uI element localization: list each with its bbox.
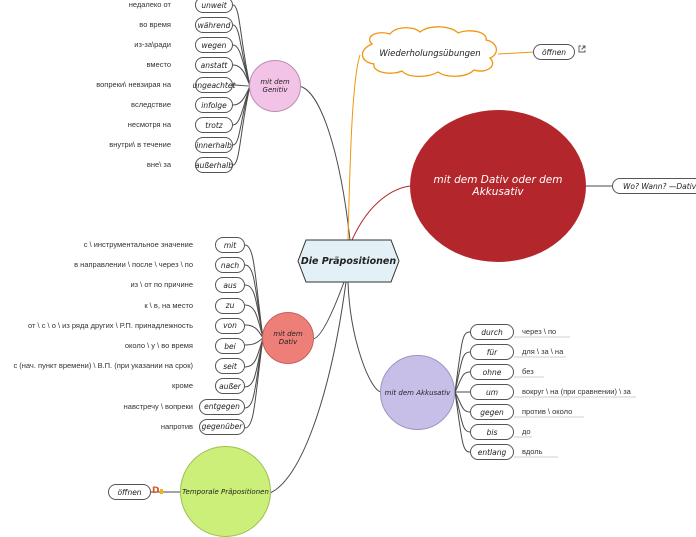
- genitiv-tag[interactable]: wegen: [195, 37, 233, 53]
- genitiv-label: mit dem Genitiv: [260, 78, 290, 94]
- center-node[interactable]: Die Präpositionen: [298, 240, 399, 282]
- dativ-akkusativ-node[interactable]: mit dem Dativ oder dem Akkusativ: [410, 110, 586, 262]
- akkusativ-tag[interactable]: bis: [470, 424, 514, 440]
- connector-akkusativ-tag: [454, 391, 471, 413]
- akkusativ-translation: через \ по: [522, 327, 557, 336]
- connector-dativ-tag: [244, 324, 264, 339]
- akkusativ-label: mit dem Akkusativ: [384, 388, 451, 397]
- temporale-label: Temporale Präpositionen: [182, 487, 269, 496]
- genitiv-tag[interactable]: infolge: [195, 97, 233, 113]
- akkusativ-tag[interactable]: für: [470, 344, 514, 360]
- dativ-translation: из \ от по причине: [130, 280, 193, 290]
- akkusativ-tag[interactable]: durch: [470, 324, 514, 340]
- akkusativ-translation: против \ около: [522, 407, 573, 416]
- wiederholung-offnen-button[interactable]: öffnen: [533, 44, 575, 60]
- dativ-tag[interactable]: bei: [215, 338, 245, 354]
- connector-akkusativ-tag: [454, 391, 471, 433]
- dativ-tag[interactable]: mit: [215, 237, 245, 253]
- akkusativ-translation: вокруг \ на (при сравнении) \ за: [522, 387, 631, 396]
- connector-dativ: [312, 281, 345, 340]
- connector-dativ-tag: [244, 284, 264, 339]
- genitiv-tag[interactable]: unweit: [195, 0, 233, 13]
- genitiv-translation: вследствие: [131, 100, 171, 109]
- genitiv-translation: вне\ за: [146, 160, 171, 169]
- akkusativ-translation: до: [522, 427, 531, 436]
- genitiv-translation: во время: [139, 20, 171, 29]
- dativ-tag[interactable]: gegenüber: [199, 418, 245, 435]
- dativ-tag[interactable]: seit: [215, 358, 245, 375]
- genitiv-translation: несмотря на: [127, 120, 171, 129]
- connector-akkusativ-tag: [454, 391, 471, 453]
- dativ-tag[interactable]: von: [215, 317, 245, 334]
- genitiv-translation: вместо: [146, 60, 172, 69]
- connector-genitiv-tag: [232, 85, 251, 146]
- dativ-tag[interactable]: nach: [215, 257, 245, 274]
- dativ-tag[interactable]: zu: [215, 297, 245, 314]
- connector-akkusativ-tag: [454, 351, 471, 393]
- akkusativ-translation: без: [522, 367, 534, 376]
- genitiv-tag[interactable]: ungeachtet: [193, 77, 235, 93]
- akkusativ-tag[interactable]: ohne: [470, 364, 514, 380]
- dativ-node[interactable]: mit dem Dativ: [262, 312, 314, 364]
- connector-genitiv-tag: [232, 4, 251, 87]
- dativ-translation: с (нач. пункт времени) \ В.П. (при указа…: [13, 361, 193, 371]
- wiederholung-cloud: [361, 26, 497, 78]
- temporale-offnen-button[interactable]: öffnen: [108, 484, 151, 500]
- connector-dativ-tag: [244, 337, 264, 429]
- center-title: Die Präpositionen: [300, 255, 397, 267]
- connector-dativ-tag: [244, 304, 264, 339]
- wiederholung-label[interactable]: Wiederholungsübungen: [379, 49, 481, 59]
- dativ-label: mit dem Dativ: [273, 330, 303, 346]
- genitiv-node[interactable]: mit dem Genitiv: [249, 60, 301, 112]
- genitiv-translation: вопреки\ невзирая на: [96, 80, 171, 89]
- mindmap-canvas: [151, 4, 636, 494]
- center-node-shape: [297, 239, 400, 283]
- external-link-icon[interactable]: [578, 45, 586, 56]
- genitiv-translation: из-за\ради: [134, 40, 171, 49]
- genitiv-tag[interactable]: trotz: [195, 117, 233, 133]
- dativ-akkusativ-question[interactable]: Wo? Wann? —Dativ \ W: [612, 178, 696, 194]
- dativ-tag[interactable]: außer: [215, 378, 245, 395]
- akkusativ-tag[interactable]: entlang: [470, 444, 514, 460]
- akkusativ-tag[interactable]: um: [470, 384, 514, 400]
- genitiv-tag[interactable]: innerhalb: [195, 137, 233, 153]
- connector-genitiv: [298, 85, 351, 241]
- dativ-translation: навстречу \ вопреки: [123, 401, 193, 411]
- dativ-translation: около \ у \ во время: [124, 341, 193, 350]
- genitiv-tag[interactable]: anstatt: [195, 57, 233, 73]
- akkusativ-translation: вдоль: [522, 447, 543, 456]
- genitiv-translation: недалеко от: [128, 0, 171, 9]
- dativ-tag[interactable]: entgegen: [199, 398, 245, 415]
- dativ-translation: кроме: [172, 381, 193, 391]
- document-badge-letter: D: [152, 486, 160, 496]
- connector-akkusativ-tag: [454, 331, 471, 393]
- akkusativ-tag[interactable]: gegen: [470, 404, 514, 420]
- connector-dativ-tag: [244, 337, 264, 346]
- connector-genitiv-tag: [232, 84, 251, 87]
- genitiv-tag[interactable]: während: [195, 17, 233, 33]
- connector-dativ-akkusativ: [351, 185, 411, 241]
- genitiv-translation: внутри\ в течение: [109, 140, 171, 149]
- connector-wiederholung: [347, 54, 361, 241]
- document-badge-icon[interactable]: D: [152, 486, 164, 496]
- dativ-akkusativ-label: mit dem Dativ oder dem Akkusativ: [433, 174, 563, 198]
- connector-genitiv-tag: [232, 85, 251, 166]
- temporale-node[interactable]: Temporale Präpositionen: [180, 446, 271, 537]
- dativ-tag[interactable]: aus: [215, 277, 245, 294]
- connector-genitiv-tag: [232, 44, 251, 87]
- dativ-translation: к \ в, на место: [144, 300, 193, 310]
- genitiv-tag[interactable]: außerhalb: [195, 157, 233, 173]
- connector-temporale: [269, 281, 347, 494]
- akkusativ-translation: для \ за \ на: [522, 347, 564, 356]
- connector-akkusativ-tag: [454, 371, 471, 393]
- connector-wiederholung-offnen: [497, 51, 535, 55]
- dativ-translation: от \ с \ о \ из ряда других \ Р.П. прина…: [28, 320, 193, 330]
- connector-genitiv-tag: [232, 64, 251, 87]
- dativ-translation: с \ инструментальное значение: [83, 240, 193, 249]
- dativ-translation: напротив: [160, 421, 193, 431]
- dativ-translation: в направлении \ после \ через \ по: [74, 260, 193, 270]
- akkusativ-node[interactable]: mit dem Akkusativ: [380, 355, 455, 430]
- connector-akkusativ: [347, 281, 382, 393]
